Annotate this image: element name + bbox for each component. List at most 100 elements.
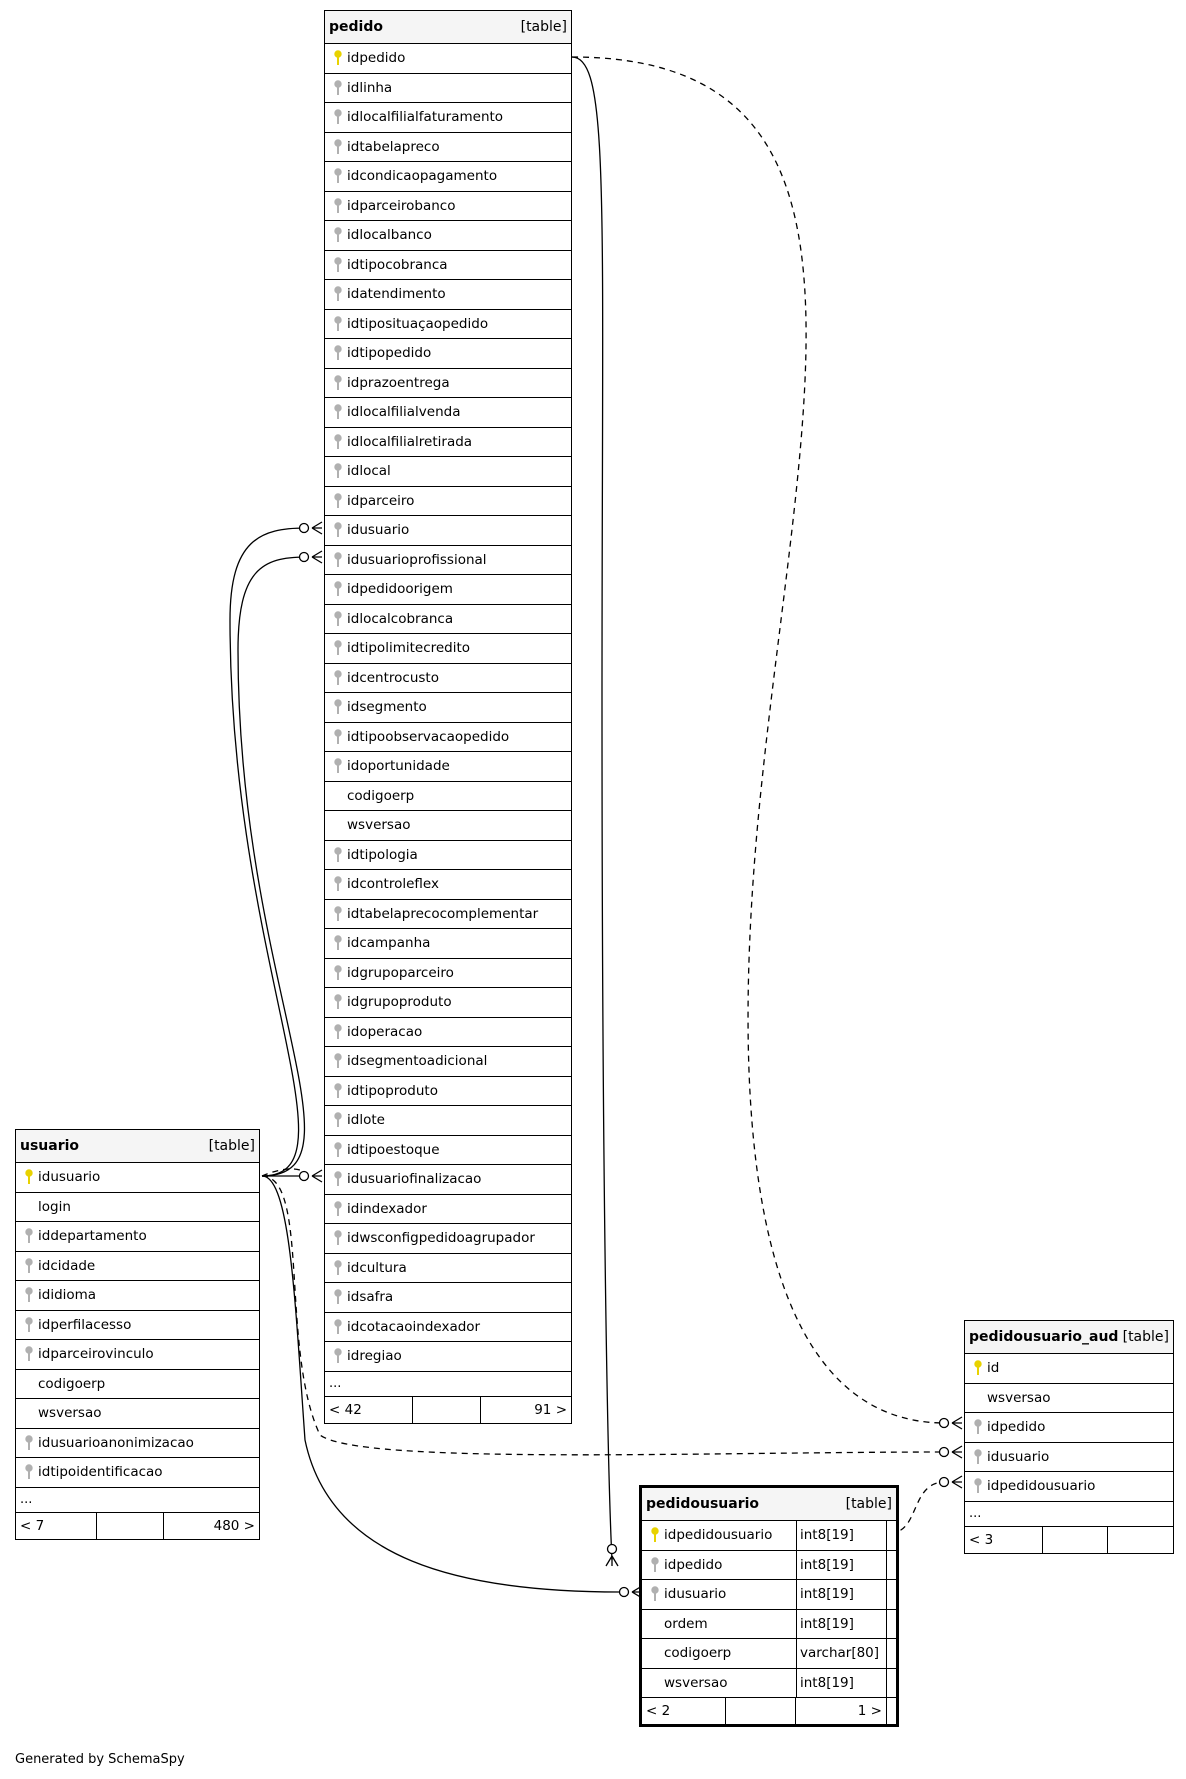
parents-count[interactable]: < 42 xyxy=(325,1396,413,1423)
column-row[interactable]: idpedidoorigem xyxy=(325,575,571,605)
foreign-key-icon xyxy=(329,1171,347,1187)
column-row[interactable]: idusuarioprofissional xyxy=(325,546,571,575)
column-row[interactable]: idusuarioanonimizacao xyxy=(16,1429,259,1458)
column-name: idcampanha xyxy=(347,935,431,952)
column-row[interactable]: idindexador xyxy=(325,1195,571,1224)
column-row[interactable]: idsegmento xyxy=(325,693,571,723)
column-row[interactable]: idtipoproduto xyxy=(325,1077,571,1106)
column-row[interactable]: idcultura xyxy=(325,1254,571,1283)
column-row[interactable]: idoportunidade xyxy=(325,752,571,782)
column-row[interactable]: wsversao xyxy=(325,811,571,841)
children-count[interactable]: 1 > xyxy=(796,1698,887,1724)
column-row[interactable]: idprazoentrega xyxy=(325,369,571,398)
column-row[interactable]: idtipoestoque xyxy=(325,1136,571,1165)
column-row[interactable]: idwsconfigpedidoagrupador xyxy=(325,1224,571,1254)
column-row[interactable]: idcidade xyxy=(16,1252,259,1281)
foreign-key-icon xyxy=(969,1449,987,1465)
parents-count[interactable]: < 2 xyxy=(642,1698,726,1724)
column-row[interactable]: wsversao xyxy=(965,1384,1173,1413)
column-row[interactable]: idparceirobanco xyxy=(325,192,571,221)
column-row[interactable]: idcampanha xyxy=(325,929,571,959)
column-row[interactable]: idtipolimitecredito xyxy=(325,634,571,664)
column-name: idlocal xyxy=(347,463,391,480)
table-kind: [table] xyxy=(845,1496,892,1512)
column-row[interactable]: idpedido xyxy=(325,44,571,74)
column-row[interactable]: wsversao xyxy=(16,1399,259,1429)
column-row[interactable]: idusuario xyxy=(965,1443,1173,1472)
column-row[interactable]: codigoerp xyxy=(16,1370,259,1399)
column-name: idpedidoorigem xyxy=(347,581,453,598)
column-name: idsegmento xyxy=(347,699,427,716)
column-row[interactable]: iddepartamento xyxy=(16,1222,259,1252)
column-row[interactable]: idusuario xyxy=(325,516,571,546)
column-row[interactable]: idatendimento xyxy=(325,280,571,310)
column-row[interactable]: idparceirovinculo xyxy=(16,1340,259,1370)
column-row[interactable]: idtiposituaçaopedido xyxy=(325,310,571,339)
parents-count[interactable]: < 7 xyxy=(16,1512,97,1539)
column-type: int8[19] xyxy=(796,1580,886,1609)
column-row[interactable]: idparceiro xyxy=(325,487,571,516)
more-columns: ... xyxy=(325,1372,571,1397)
children-count[interactable] xyxy=(1108,1527,1173,1553)
foreign-key-icon xyxy=(329,1260,347,1276)
column-row[interactable]: idgrupoproduto xyxy=(325,988,571,1018)
column-row[interactable]: idcontroleflex xyxy=(325,870,571,900)
column-row[interactable]: idtipoidentificacao xyxy=(16,1458,259,1488)
column-row[interactable]: idcotacaoindexador xyxy=(325,1313,571,1342)
column-row[interactable]: idlocalfilialretirada xyxy=(325,428,571,457)
children-count[interactable]: 91 > xyxy=(534,1401,567,1418)
column-row[interactable]: idlocalbanco xyxy=(325,221,571,251)
column-row[interactable]: idlocalfilialvenda xyxy=(325,398,571,428)
column-row[interactable]: idtabelapreco xyxy=(325,133,571,162)
column-row[interactable]: idoperacao xyxy=(325,1018,571,1047)
column-row[interactable]: idlocalfilialfaturamento xyxy=(325,103,571,133)
column-row[interactable]: idtipoobservacaopedido xyxy=(325,723,571,752)
column-row[interactable]: id xyxy=(965,1354,1173,1384)
foreign-key-icon xyxy=(20,1228,38,1244)
column-name: idtipoproduto xyxy=(347,1082,438,1099)
column-row[interactable]: idpedido xyxy=(965,1413,1173,1443)
column-row[interactable]: idlocal xyxy=(325,457,571,487)
column-row[interactable]: idlote xyxy=(325,1106,571,1136)
column-row[interactable]: idtipocobranca xyxy=(325,251,571,280)
parents-count[interactable]: < 3 xyxy=(965,1526,1043,1553)
column-row[interactable]: idperfilacesso xyxy=(16,1311,259,1340)
column-row[interactable]: idtipopedido xyxy=(325,339,571,369)
foreign-key-icon xyxy=(20,1435,38,1451)
column-name: idcontroleflex xyxy=(347,876,439,893)
table-name: pedidousuario_aud xyxy=(969,1329,1119,1345)
column-row[interactable]: idlocalcobranca xyxy=(325,605,571,634)
column-row[interactable]: ididioma xyxy=(16,1281,259,1311)
column-row[interactable]: login xyxy=(16,1193,259,1222)
column-type: int8[19] xyxy=(796,1668,886,1697)
column-row[interactable]: idcondicaopagamento xyxy=(325,162,571,192)
column-row[interactable]: idtabelaprecocomplementar xyxy=(325,900,571,929)
column-row[interactable]: idusuariofinalizacao xyxy=(325,1165,571,1195)
column-row[interactable]: idsafra xyxy=(325,1283,571,1313)
foreign-key-icon xyxy=(329,1053,347,1069)
column-row[interactable]: idgrupoparceiro xyxy=(325,959,571,988)
column-name: idtiposituaçaopedido xyxy=(347,315,489,332)
column-row[interactable]: idcentrocusto xyxy=(325,664,571,693)
column-name: wsversao xyxy=(38,1405,102,1422)
column-row[interactable]: idusuario xyxy=(16,1163,259,1193)
column-row[interactable]: idlinha xyxy=(325,74,571,103)
column-row[interactable]: idpedidousuario xyxy=(965,1472,1173,1502)
children-count[interactable]: 480 > xyxy=(213,1517,255,1534)
column-row[interactable]: idsegmentoadicional xyxy=(325,1047,571,1077)
column-row[interactable]: codigoerp xyxy=(325,782,571,811)
column-row[interactable]: idtipologia xyxy=(325,841,571,870)
column-name: idparceiro xyxy=(347,492,415,509)
column-row[interactable]: idregiao xyxy=(325,1342,571,1372)
